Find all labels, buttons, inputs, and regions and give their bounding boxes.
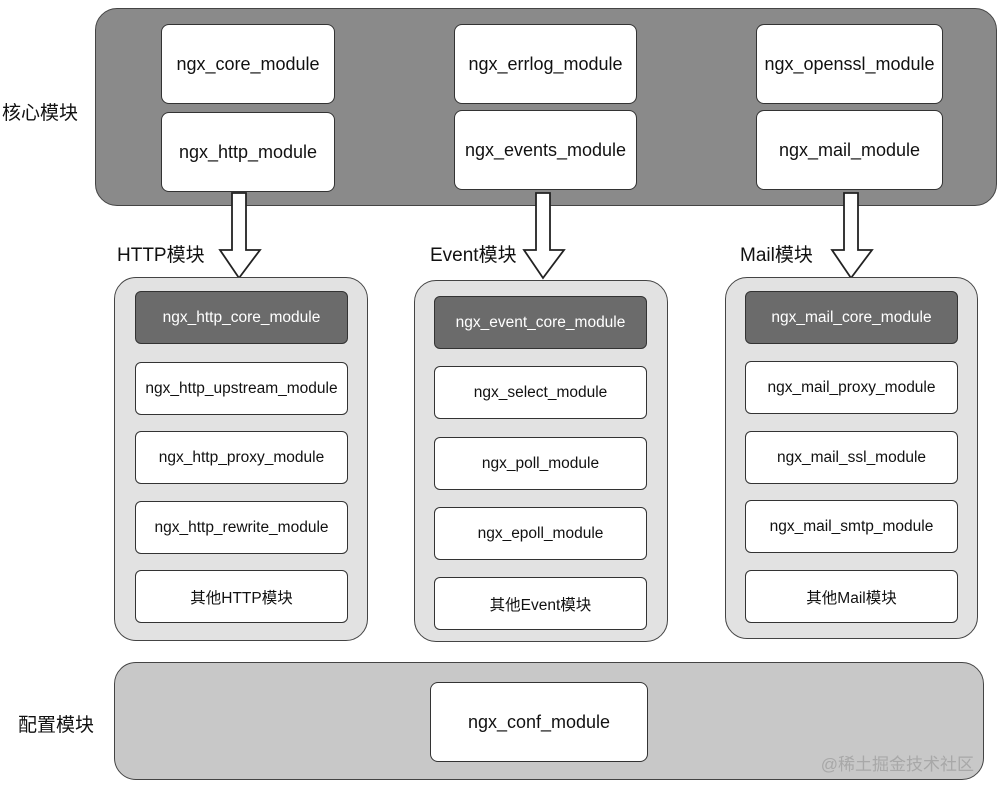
ngx-errlog-module-box: ngx_errlog_module [454, 24, 637, 104]
ngx-http-rewrite-module-box: ngx_http_rewrite_module [135, 501, 348, 554]
ngx-conf-module-box: ngx_conf_module [430, 682, 648, 762]
config-modules-label: 配置模块 [18, 715, 95, 736]
ngx-mail-proxy-module-box: ngx_mail_proxy_module [745, 361, 958, 414]
ngx-http-upstream-module-box: ngx_http_upstream_module [135, 362, 348, 415]
other-http-modules-box: 其他HTTP模块 [135, 570, 348, 623]
ngx-events-module-box: ngx_events_module [454, 110, 637, 190]
watermark-text: @稀土掘金技术社区 [820, 755, 974, 774]
ngx-mail-module-box: ngx_mail_module [756, 110, 943, 190]
mail-modules-label: Mail模块 [740, 245, 813, 266]
other-mail-modules-box: 其他Mail模块 [745, 570, 958, 623]
ngx-core-module-box: ngx_core_module [161, 24, 335, 104]
ngx-mail-smtp-module-box: ngx_mail_smtp_module [745, 500, 958, 553]
ngx-poll-module-box: ngx_poll_module [434, 437, 647, 490]
down-arrow-event [522, 192, 566, 280]
http-modules-label: HTTP模块 [117, 245, 205, 266]
event-modules-label: Event模块 [430, 245, 517, 266]
ngx-select-module-box: ngx_select_module [434, 366, 647, 419]
ngx-epoll-module-box: ngx_epoll_module [434, 507, 647, 560]
other-event-modules-box: 其他Event模块 [434, 577, 647, 630]
down-arrow-mail [830, 192, 874, 280]
ngx-mail-ssl-module-box: ngx_mail_ssl_module [745, 431, 958, 484]
ngx-openssl-module-box: ngx_openssl_module [756, 24, 943, 104]
ngx-http-proxy-module-box: ngx_http_proxy_module [135, 431, 348, 484]
down-arrow-http [218, 192, 262, 280]
ngx-http-module-box: ngx_http_module [161, 112, 335, 192]
core-modules-label: 核心模块 [2, 103, 79, 124]
ngx-http-core-module-box: ngx_http_core_module [135, 291, 348, 344]
ngx-mail-core-module-box: ngx_mail_core_module [745, 291, 958, 344]
ngx-event-core-module-box: ngx_event_core_module [434, 296, 647, 349]
